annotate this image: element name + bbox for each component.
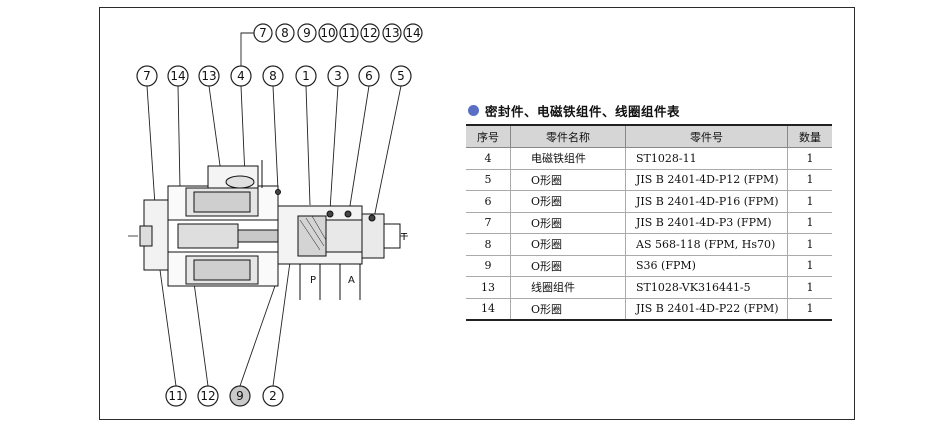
cell-quantity: 1 [787,190,832,213]
callout-upper-5: 5 [390,65,412,87]
cell-part-name: O形圈 [510,298,626,321]
callout-top-11: 11 [339,23,359,43]
table-row: 6 O形圈 JIS B 2401-4D-P16 (FPM) 1 [466,190,832,213]
svg-text:14: 14 [170,69,185,83]
header-quantity: 数量 [787,124,832,148]
header-part-name: 零件名称 [510,124,626,148]
cell-index: 9 [466,255,511,277]
table-row: 13 线圈组件 ST1028-VK316441-5 1 [466,276,832,299]
svg-text:8: 8 [281,26,289,40]
figure-frame [99,7,855,420]
svg-text:14: 14 [405,26,420,40]
callout-top-10: 10 [318,23,338,43]
cell-part-number: S36 (FPM) [625,255,788,277]
header-index: 序号 [466,124,511,148]
cell-quantity: 1 [787,212,832,234]
cell-part-name: 线圈组件 [510,276,626,299]
svg-text:12: 12 [362,26,377,40]
cell-part-number: ST1028-11 [625,147,788,170]
callout-top-8: 8 [275,23,295,43]
cell-index: 14 [466,298,511,321]
cell-part-number: JIS B 2401-4D-P12 (FPM) [625,169,788,191]
callout-lower-2: 2 [262,385,284,407]
cell-part-name: O形圈 [510,233,626,256]
cell-part-name: O形圈 [510,169,626,191]
leader-lines [146,32,402,387]
table-header-row: 序号 零件名称 零件号 数量 [466,124,832,148]
table-title-text: 密封件、电磁铁组件、线圈组件表 [485,104,681,119]
callout-lower-11: 11 [165,385,187,407]
svg-text:10: 10 [320,26,335,40]
cell-quantity: 1 [787,255,832,277]
svg-text:3: 3 [334,69,342,83]
cell-index: 6 [466,190,511,213]
svg-text:11: 11 [168,389,183,403]
callout-upper-3: 3 [327,65,349,87]
cell-index: 7 [466,212,511,234]
callout-upper-4: 4 [230,65,252,87]
callout-upper-6: 6 [358,65,380,87]
table-row: 9 O形圈 S36 (FPM) 1 [466,255,832,277]
cell-part-number: ST1028-VK316441-5 [625,276,788,299]
cell-index: 4 [466,147,511,170]
svg-text:2: 2 [269,389,277,403]
cell-part-name: O形圈 [510,255,626,277]
callout-upper-8: 8 [262,65,284,87]
svg-text:13: 13 [201,69,216,83]
svg-text:11: 11 [341,26,356,40]
cell-quantity: 1 [787,276,832,299]
svg-text:1: 1 [302,69,310,83]
header-part-number: 零件号 [625,124,788,148]
svg-text:8: 8 [269,69,277,83]
bullet-dot-icon [468,105,479,116]
svg-text:6: 6 [365,69,373,83]
svg-text:13: 13 [384,26,399,40]
cell-quantity: 1 [787,169,832,191]
cell-index: 8 [466,233,511,256]
table-row: 14 O形圈 JIS B 2401-4D-P22 (FPM) 1 [466,298,832,321]
cell-quantity: 1 [787,298,832,321]
callout-top-9: 9 [297,23,317,43]
callout-top-14: 14 [403,23,423,43]
cell-part-number: AS 568-118 (FPM, Hs70) [625,233,788,256]
callout-upper-14: 14 [167,65,189,87]
svg-text:5: 5 [397,69,405,83]
cell-part-name: O形圈 [510,212,626,234]
table-row: 5 O形圈 JIS B 2401-4D-P12 (FPM) 1 [466,169,832,191]
callout-top-12: 12 [360,23,380,43]
cell-index: 13 [466,276,511,299]
callout-top-7: 7 [253,23,273,43]
cell-part-name: O形圈 [510,190,626,213]
port-a-label: A [348,275,355,286]
callout-upper-1: 1 [295,65,317,87]
cell-part-number: JIS B 2401-4D-P22 (FPM) [625,298,788,321]
svg-text:7: 7 [143,69,151,83]
port-p-label: P [310,275,316,286]
cell-part-number: JIS B 2401-4D-P16 (FPM) [625,190,788,213]
callout-lower-12: 12 [197,385,219,407]
svg-text:9: 9 [303,26,311,40]
port-t-label: T [400,232,408,243]
callout-lower-9: 9 [229,385,251,407]
cell-part-name: 电磁铁组件 [510,147,626,170]
svg-text:4: 4 [237,69,245,83]
table-row: 4 电磁铁组件 ST1028-11 1 [466,147,832,170]
cell-part-number: JIS B 2401-4D-P3 (FPM) [625,212,788,234]
table-row: 8 O形圈 AS 568-118 (FPM, Hs70) 1 [466,233,832,256]
callout-top-13: 13 [382,23,402,43]
parts-table: 序号 零件名称 零件号 数量 4 电磁铁组件 ST1028-11 1 5 O形圈… [466,124,832,321]
callout-upper-13: 13 [198,65,220,87]
cell-index: 5 [466,169,511,191]
cell-quantity: 1 [787,233,832,256]
cell-quantity: 1 [787,147,832,170]
svg-text:7: 7 [259,26,267,40]
svg-text:9: 9 [236,389,244,403]
callout-upper-7: 7 [136,65,158,87]
svg-text:12: 12 [200,389,215,403]
table-title: 密封件、电磁铁组件、线圈组件表 [468,101,680,120]
table-row: 7 O形圈 JIS B 2401-4D-P3 (FPM) 1 [466,212,832,234]
valve-body-drawing [128,160,410,300]
